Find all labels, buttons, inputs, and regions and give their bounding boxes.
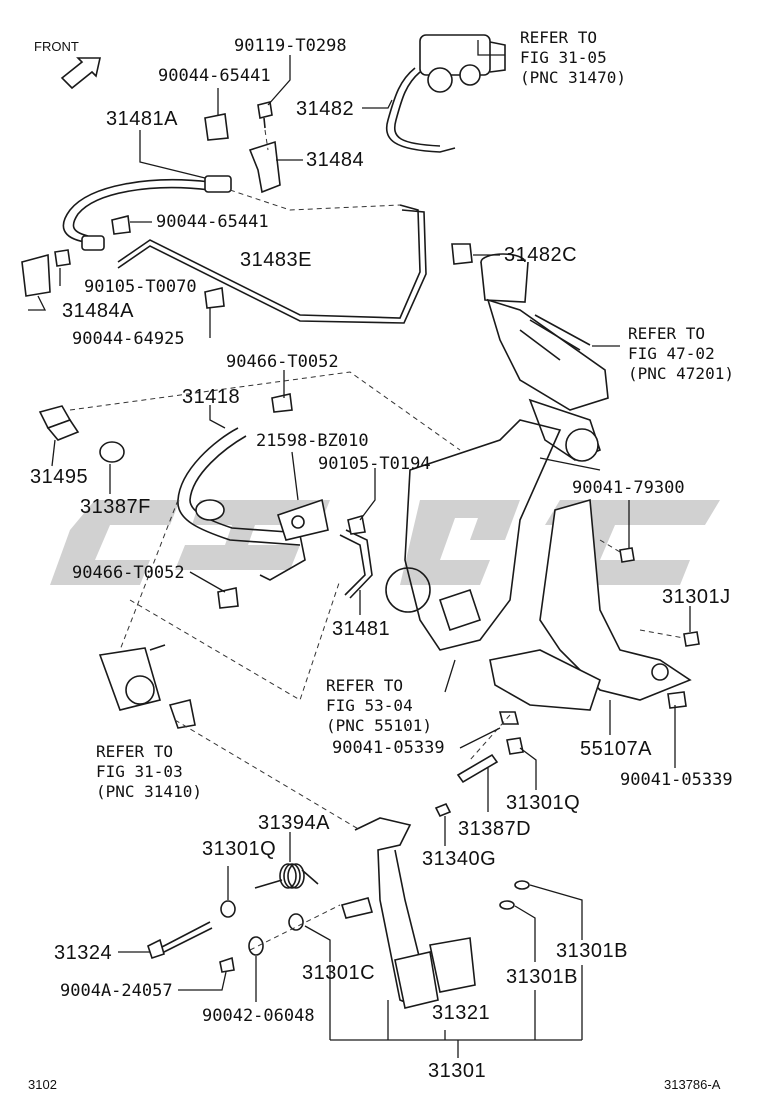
part-label-90044-65441-b: 90044-65441 bbox=[156, 212, 269, 232]
bushing-31301C bbox=[288, 913, 304, 931]
clutch-master-cylinder-top bbox=[385, 34, 506, 153]
part-label-31301J: 31301J bbox=[662, 586, 731, 608]
sensor-31495 bbox=[38, 405, 80, 441]
part-label-31394A: 31394A bbox=[258, 812, 330, 834]
part-label-31387F: 31387F bbox=[80, 496, 151, 518]
part-label-31482C: 31482C bbox=[504, 244, 578, 266]
firewall-panel bbox=[385, 419, 562, 651]
nut-31301Q-upper bbox=[506, 737, 524, 755]
part-label-90119-T0298: 90119-T0298 bbox=[234, 36, 347, 56]
spring-31394A bbox=[254, 863, 319, 889]
part-label-90105-T0194: 90105-T0194 bbox=[318, 454, 431, 474]
ring-31387F bbox=[99, 441, 125, 463]
washer-90042-06048 bbox=[248, 936, 264, 956]
pin-31387D bbox=[456, 753, 499, 784]
part-label-31301Q-a: 31301Q bbox=[506, 792, 581, 814]
part-label-31301B-a: 31301B bbox=[556, 940, 628, 962]
footer-right-code: 313786-A bbox=[664, 1077, 721, 1092]
bushing-31301Q bbox=[220, 900, 236, 918]
part-label-55107A: 55107A bbox=[580, 738, 652, 760]
part-label-31418: 31418 bbox=[182, 386, 241, 408]
part-label-31481: 31481 bbox=[332, 618, 391, 640]
part-label-90044-64925: 90044-64925 bbox=[72, 329, 185, 349]
footer-left-code: 3102 bbox=[28, 1077, 57, 1092]
front-arrow-icon bbox=[60, 57, 101, 90]
part-label-31340G: 31340G bbox=[422, 848, 497, 870]
bracket-31484A bbox=[21, 253, 51, 297]
part-label-90466-T0052-b: 90466-T0052 bbox=[72, 563, 185, 583]
gasket-21598-BZ010 bbox=[276, 498, 329, 541]
ref-fig-47-02: REFER TO FIG 47-02 (PNC 47201) bbox=[628, 324, 734, 383]
hose-31481A bbox=[62, 175, 232, 251]
clip-90044-65441-top bbox=[204, 113, 229, 141]
part-label-31321: 31321 bbox=[432, 1002, 491, 1024]
leader-lines bbox=[28, 40, 691, 1058]
bolt-31324 bbox=[147, 921, 213, 960]
part-label-31484A: 31484A bbox=[62, 300, 134, 322]
part-label-90044-65441-a: 90044-65441 bbox=[158, 66, 271, 86]
part-label-90042-06048: 90042-06048 bbox=[202, 1006, 315, 1026]
part-label-21598-BZ010: 21598-BZ010 bbox=[256, 431, 369, 451]
clip-31340G bbox=[434, 802, 452, 818]
part-label-31495: 31495 bbox=[30, 466, 89, 488]
clutch-pedal-assembly bbox=[340, 817, 476, 1009]
part-label-90105-T0070: 90105-T0070 bbox=[84, 277, 197, 297]
part-label-9004A-24057: 9004A-24057 bbox=[60, 981, 173, 1001]
nut-9004A-24057 bbox=[219, 956, 235, 973]
nut-31301J bbox=[683, 631, 700, 647]
dashed-construction-lines bbox=[69, 129, 685, 951]
pedal-bracket-55107A bbox=[489, 498, 692, 711]
part-label-90041-79300: 90041-79300 bbox=[572, 478, 685, 498]
stopper-31301B bbox=[499, 880, 530, 910]
pipe-31483E bbox=[117, 204, 427, 324]
part-label-31301: 31301 bbox=[428, 1060, 487, 1082]
brake-master-cylinder bbox=[480, 253, 609, 462]
bracket-31484 bbox=[248, 140, 281, 194]
part-label-90041-05339-a: 90041-05339 bbox=[332, 738, 445, 758]
clip-90466-T0052-top bbox=[271, 393, 293, 413]
clip-90466-T0052-low bbox=[217, 587, 239, 609]
bolt-90041-05339-right bbox=[667, 691, 687, 709]
pipe-31481 bbox=[339, 529, 373, 599]
nut-90041-79300 bbox=[619, 547, 635, 563]
ref-fig-31-03: REFER TO FIG 31-03 (PNC 31410) bbox=[96, 742, 202, 801]
part-label-31482: 31482 bbox=[296, 98, 355, 120]
part-label-90041-05339-b: 90041-05339 bbox=[620, 770, 733, 790]
part-label-90466-T0052-a: 90466-T0052 bbox=[226, 352, 339, 372]
clip-90044-64925 bbox=[204, 287, 225, 309]
part-label-31301Q-b: 31301Q bbox=[202, 838, 277, 860]
part-label-31483E: 31483E bbox=[240, 249, 312, 271]
union-90105-T0070 bbox=[54, 249, 71, 267]
part-label-31481A: 31481A bbox=[106, 108, 178, 130]
bolt-90119-T0298 bbox=[257, 101, 273, 129]
bolt-90041-05339-left bbox=[498, 711, 520, 725]
clip-90044-65441-mid bbox=[111, 215, 131, 235]
front-label: FRONT bbox=[34, 39, 79, 54]
part-label-31387D: 31387D bbox=[458, 818, 532, 840]
ref-fig-31-05: REFER TO FIG 31-05 (PNC 31470) bbox=[520, 28, 626, 87]
part-label-31484: 31484 bbox=[306, 149, 365, 171]
part-label-31301C: 31301C bbox=[302, 962, 376, 984]
slave-cylinder bbox=[98, 644, 196, 729]
union-90105-T0194 bbox=[347, 514, 366, 535]
ref-fig-53-04: REFER TO FIG 53-04 (PNC 55101) bbox=[326, 676, 432, 735]
part-label-31324: 31324 bbox=[54, 942, 113, 964]
hose-31418 bbox=[177, 427, 306, 581]
clip-31482C bbox=[451, 243, 473, 265]
part-label-31301B-b: 31301B bbox=[506, 966, 578, 988]
